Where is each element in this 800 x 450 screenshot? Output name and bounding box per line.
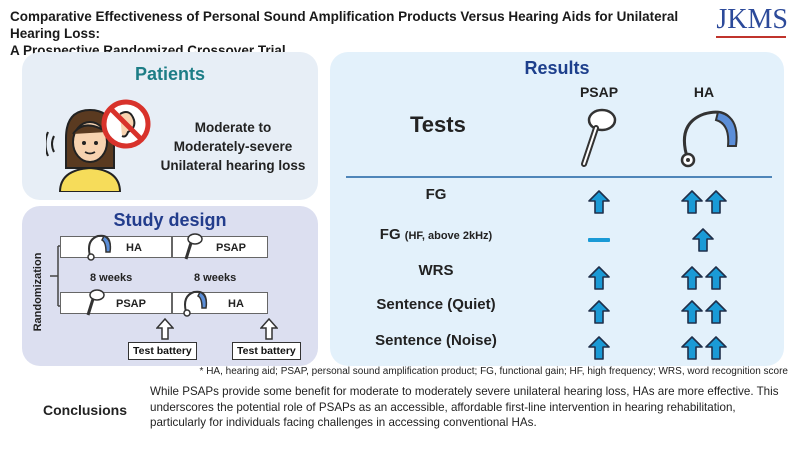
row-label-sentence-quiet: Sentence (Quiet) [376, 296, 496, 313]
psap-increase-arrow-icon [588, 336, 610, 360]
ha-increase-arrow-icon [692, 228, 714, 252]
criteria-line-3: Unilateral hearing loss [160, 158, 306, 173]
psap-no-change-dash-icon [588, 238, 610, 242]
conclusions-text: While PSAPs provide some benefit for mod… [150, 385, 779, 429]
row-label-fg: FG [425, 186, 447, 203]
ha-increase-arrow-icon [681, 300, 703, 324]
criteria-line-2: Moderately-severe [173, 139, 293, 154]
title-line-1: Comparative Effectiveness of Personal So… [10, 9, 679, 41]
randomization-label: Randomization [32, 252, 44, 332]
criteria-line-1: Moderate to [194, 120, 272, 135]
study-design-panel: Study design Randomization HA PSAP 8 wee… [22, 206, 318, 366]
hearing-aid-icon [87, 234, 112, 261]
journal-logo: JKMS [716, 4, 788, 35]
ha-increase-arrow-icon [681, 336, 703, 360]
ha-increase-arrow-icon [705, 300, 727, 324]
test-battery-2: Test battery [232, 342, 301, 360]
results-title: Results [524, 58, 590, 78]
ha-increase-arrow-icon [681, 266, 703, 290]
psap-column-header: PSAP [579, 84, 619, 100]
row-label-wrs: WRS [418, 262, 454, 279]
row2-period2-box [172, 292, 268, 314]
row-label-sentence-noise: Sentence (Noise) [375, 332, 497, 349]
logo-underline [716, 36, 786, 38]
earbud-icon [86, 289, 105, 316]
patient-no-hearing-icon [46, 99, 151, 192]
period2-label: 8 weeks [194, 272, 237, 284]
psap-increase-arrow-icon [588, 266, 610, 290]
results-divider [346, 176, 772, 178]
abbreviation-footnote: * HA, hearing aid; PSAP, personal sound … [199, 366, 788, 377]
earbud-icon [581, 108, 617, 167]
psap-increase-arrow-icon [588, 300, 610, 324]
ha-increase-arrow-icon [705, 266, 727, 290]
ha-increase-arrow-icon [705, 190, 727, 214]
results-panel: Results Tests PSAP HA FG FG (HF, above 2… [330, 52, 784, 366]
row1-second-label: PSAP [216, 242, 246, 254]
row-label-fg-hf: FG (HF, above 2kHz) [379, 226, 493, 243]
up-arrow-outline-icon [156, 318, 174, 340]
test-battery-1: Test battery [128, 342, 197, 360]
hearing-aid-icon [680, 110, 738, 168]
row2-period1-box [60, 292, 172, 314]
study-design-title: Study design [113, 210, 227, 230]
row2-first-label: PSAP [116, 298, 146, 310]
psap-increase-arrow-icon [588, 190, 610, 214]
patients-title: Patients [134, 64, 206, 84]
tests-heading: Tests [410, 112, 466, 137]
ha-column-header: HA [693, 84, 715, 100]
ha-increase-arrow-icon [705, 336, 727, 360]
conclusions-title: Conclusions [42, 402, 127, 418]
hearing-aid-icon [183, 290, 208, 317]
period1-label: 8 weeks [90, 272, 133, 284]
row2-second-label: HA [228, 298, 244, 310]
patients-panel: Patients Moderate to Moderately-severe U… [22, 52, 318, 200]
earbud-icon [184, 233, 203, 260]
patient-criteria: Moderate to Moderately-severe Unilateral… [158, 118, 308, 175]
row1-period1-box [60, 236, 172, 258]
row1-first-label: HA [126, 242, 142, 254]
ha-increase-arrow-icon [681, 190, 703, 214]
up-arrow-outline-icon [260, 318, 278, 340]
